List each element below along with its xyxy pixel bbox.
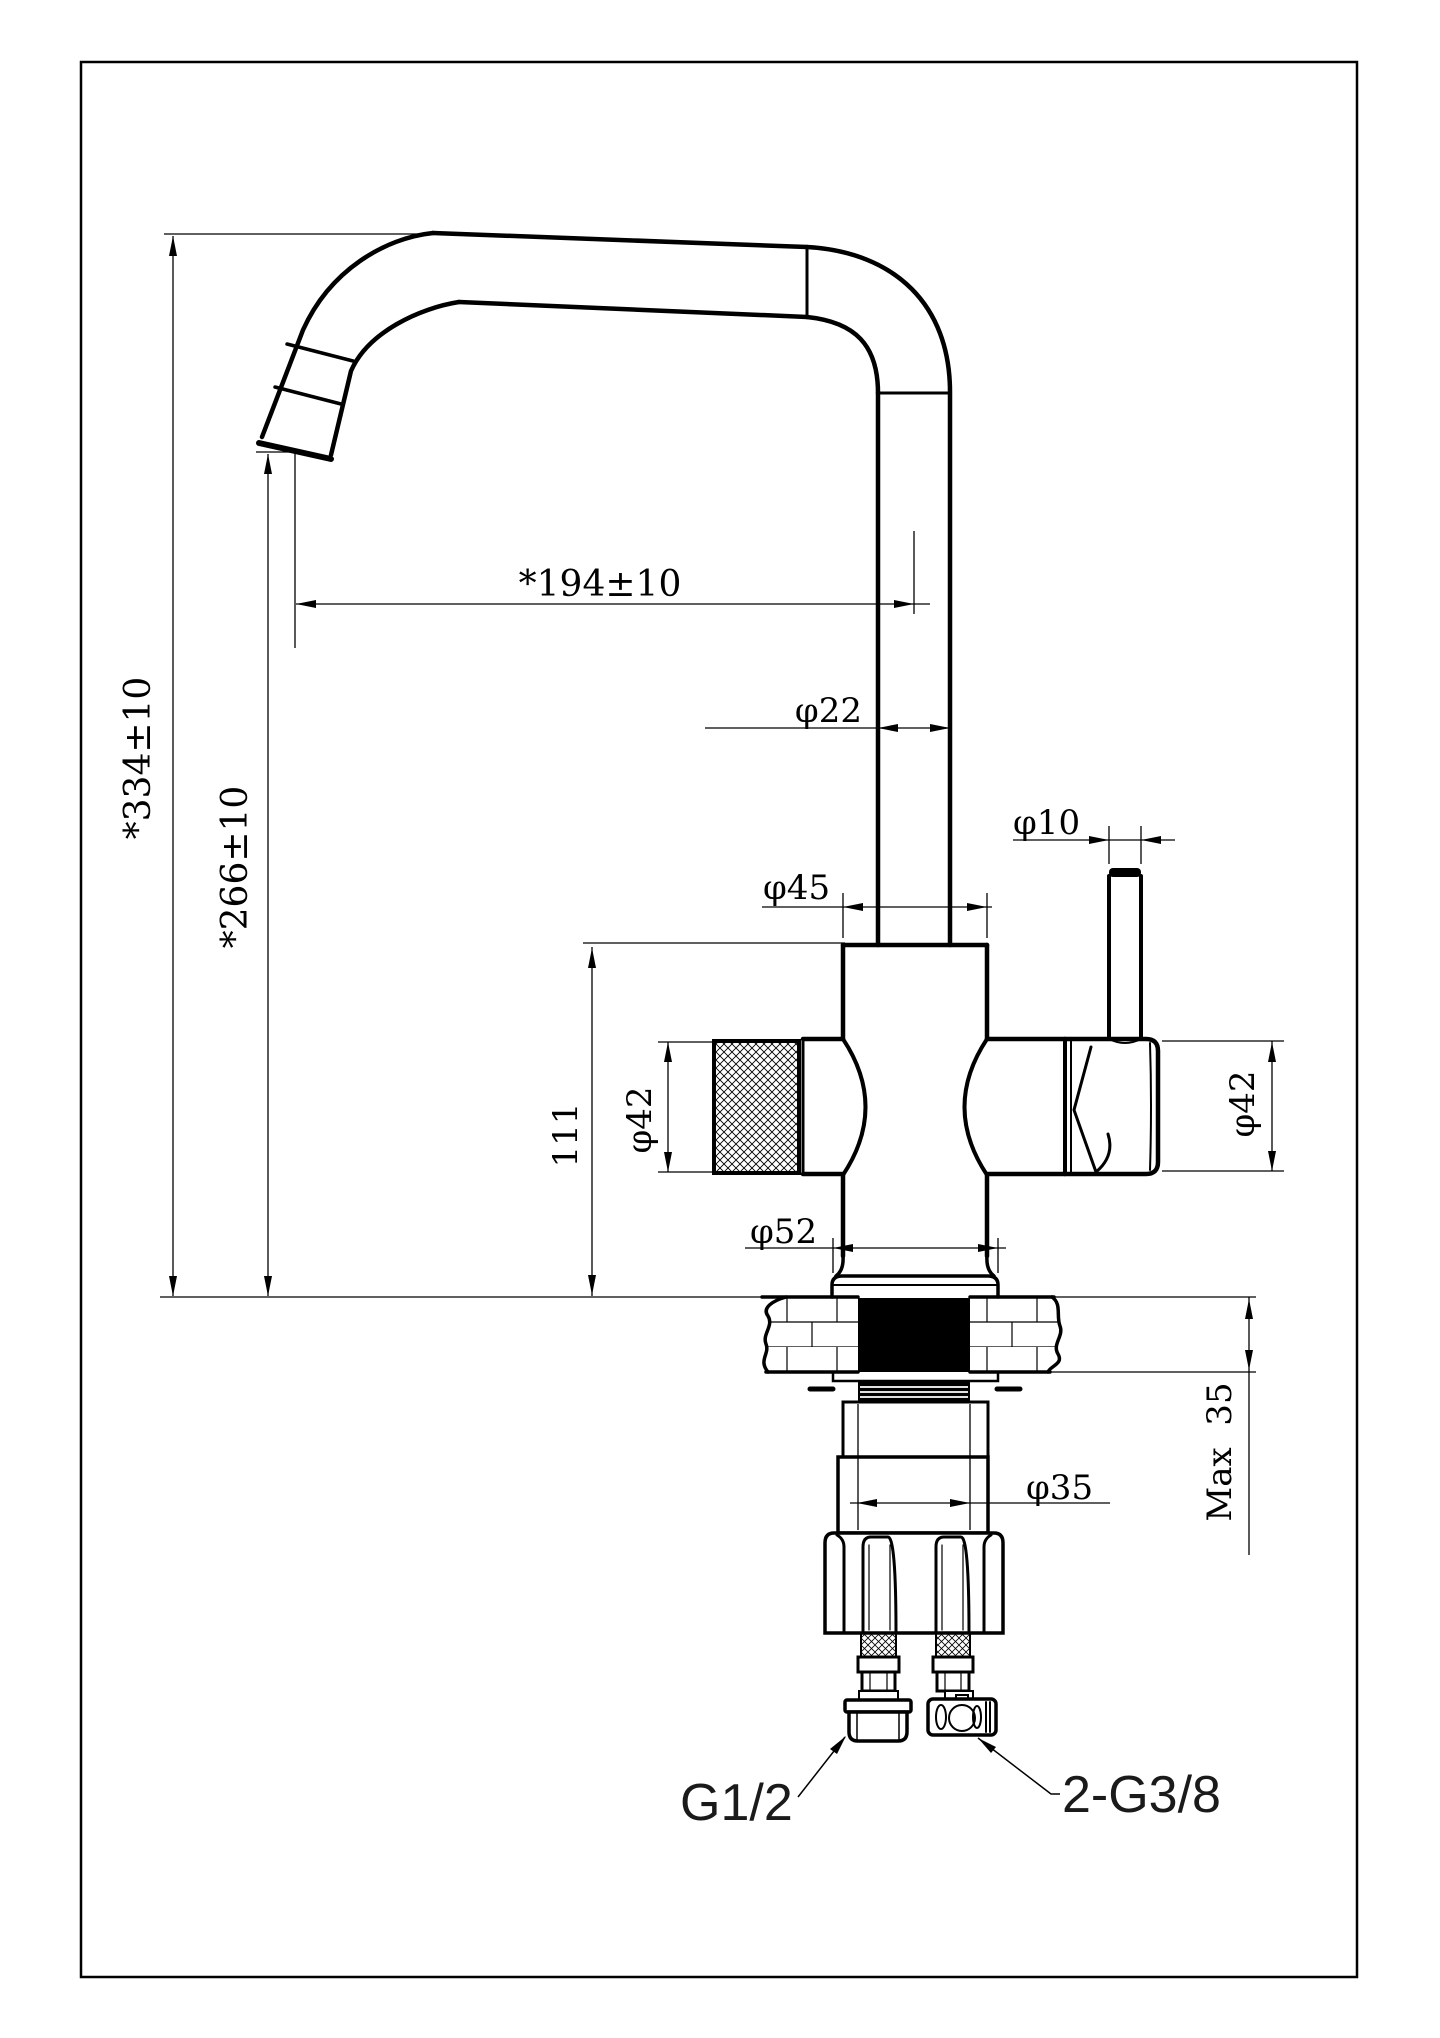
knurled-knob [712,1039,801,1175]
inlet-g12-label: G1/2 [680,1774,793,1832]
dim-max-counter-label: Max 35 [1200,1382,1240,1521]
dim-pipe-dia-label: φ22 [795,691,862,731]
faucet-spout-outline [256,230,953,948]
fitting-g38 [926,1694,998,1737]
sheet-border [79,60,1359,1979]
dim-lever-rod-dia-label: φ10 [1013,803,1080,843]
hose-braid-left [860,1632,897,1658]
dimension-labels: *334±10 *266±10 *194±10 φ22 φ45 φ10 111 … [118,564,1263,1832]
dim-handle-dia-label: φ42 [1223,1070,1263,1137]
handle-housing [1062,1036,1161,1177]
dim-body-height-label: 111 [546,1103,586,1168]
threaded-shank [858,1298,970,1402]
countertop-right [970,1297,1061,1372]
dimension-arrows [169,236,1276,1754]
hose-braid-right [935,1632,971,1658]
supply-hoses [843,1632,998,1743]
fitting-g12 [843,1698,913,1743]
lever-rod [1107,874,1143,1041]
lever-joint-detail [1072,1045,1098,1174]
faucet-body-outline [712,874,1161,1259]
dim-knob-dia-label: φ42 [620,1086,660,1153]
dimension-lines [160,233,1284,1798]
countertop-left [763,1297,860,1372]
dim-total-height-label: *334±10 [118,677,159,840]
inlet-g38-label: 2-G3/8 [1062,1766,1221,1824]
dim-shank-dia-label: φ35 [1026,1468,1093,1508]
dim-base-dia-label: φ52 [750,1212,817,1252]
leader-g38 [977,1737,1060,1795]
mounting-nut [836,1455,990,1535]
dim-spout-reach-label: *194±10 [519,564,682,605]
lever-rod-cap [1109,868,1141,877]
mounting-assembly [760,1254,1063,1635]
escutcheon [830,1274,1000,1299]
dim-spout-height-label: *266±10 [215,786,256,949]
dim-body-dia-label: φ45 [763,868,830,908]
